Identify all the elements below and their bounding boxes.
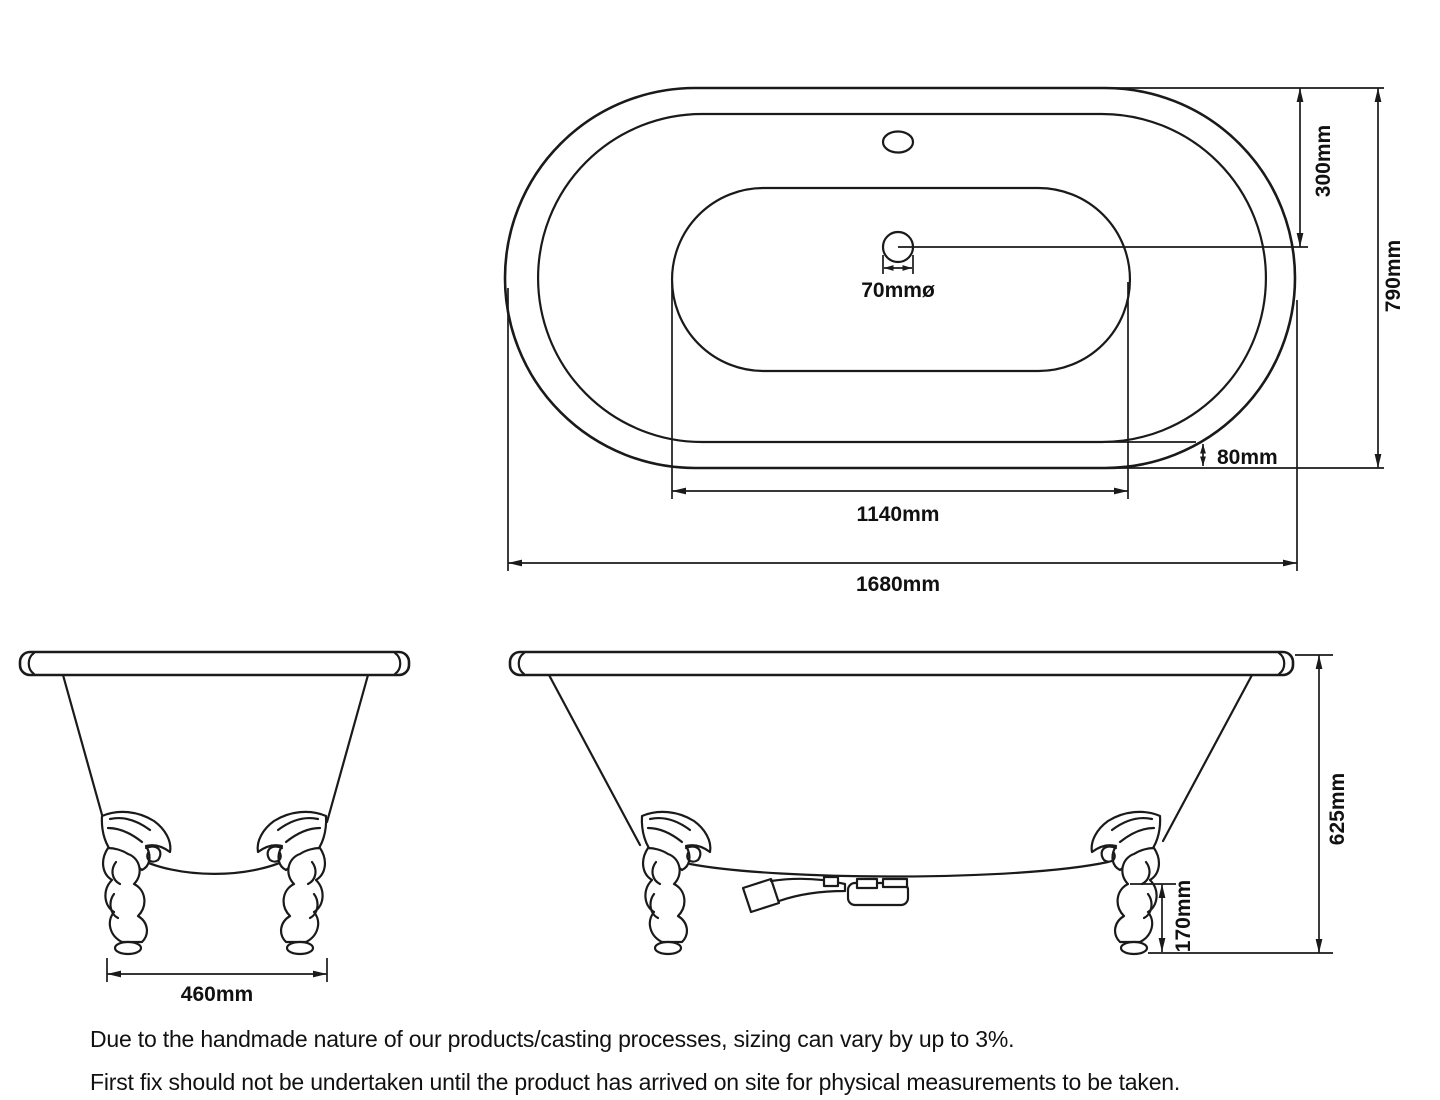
- dim-label-foot-height: 170mm: [1172, 880, 1195, 952]
- plan-outer-rim: [503, 86, 1297, 470]
- drain-ext-ticks: [882, 255, 914, 274]
- waste-fitting: [822, 875, 840, 888]
- end-wall-left: [61, 673, 106, 824]
- end-rim-roll-left: [27, 651, 36, 676]
- side-rim-roll-left: [517, 651, 526, 676]
- dim-label-rim-overhang: 80mm: [1217, 446, 1278, 469]
- footer: Due to the handmade nature of our produc…: [90, 1026, 1180, 1095]
- end-wall-right: [325, 673, 370, 824]
- side-underside: [688, 860, 1110, 878]
- clawfoot-side-left: [640, 810, 712, 956]
- side-rim: [508, 650, 1295, 677]
- plan-inner-rim: [536, 112, 1268, 444]
- end-rim: [18, 650, 411, 677]
- side-wall-left: [547, 673, 642, 847]
- dim-label-height-overall: 625mm: [1326, 773, 1349, 845]
- dim-label-floor-length: 1140mm: [857, 503, 940, 526]
- dim-label-drain-diameter: 70mmø: [861, 279, 935, 302]
- waste-plumbing: [741, 875, 910, 914]
- waste-tab-2: [881, 877, 909, 889]
- footer-note-line1: Due to the handmade nature of our produc…: [90, 1026, 1014, 1052]
- waste-tab-1: [855, 877, 879, 890]
- side-wall-right: [1161, 673, 1254, 843]
- dim-label-feet-spacing: 460mm: [181, 983, 253, 1006]
- side-view: 625mm 170mm: [508, 650, 1349, 956]
- plan-basin-floor: [670, 186, 1132, 373]
- clawfoot-end-right: [256, 810, 328, 956]
- side-rim-roll-right: [1277, 651, 1286, 676]
- dim-label-length-overall: 1680mm: [856, 573, 940, 596]
- footer-note-line2: First fix should not be undertaken until…: [90, 1069, 1180, 1095]
- overflow-flap: [741, 877, 781, 914]
- end-view: 460mm: [18, 650, 411, 1006]
- dim-label-drain-offset: 300mm: [1312, 125, 1335, 197]
- clawfoot-end-left: [100, 810, 172, 956]
- clawfoot-side-right: [1090, 810, 1162, 956]
- dim-label-width-overall: 790mm: [1382, 240, 1405, 312]
- end-rim-roll-right: [393, 651, 402, 676]
- overflow-hole: [881, 130, 915, 154]
- top-view: 70mmø 300mm 790mm 80mm 1140mm 1680mm: [503, 86, 1405, 596]
